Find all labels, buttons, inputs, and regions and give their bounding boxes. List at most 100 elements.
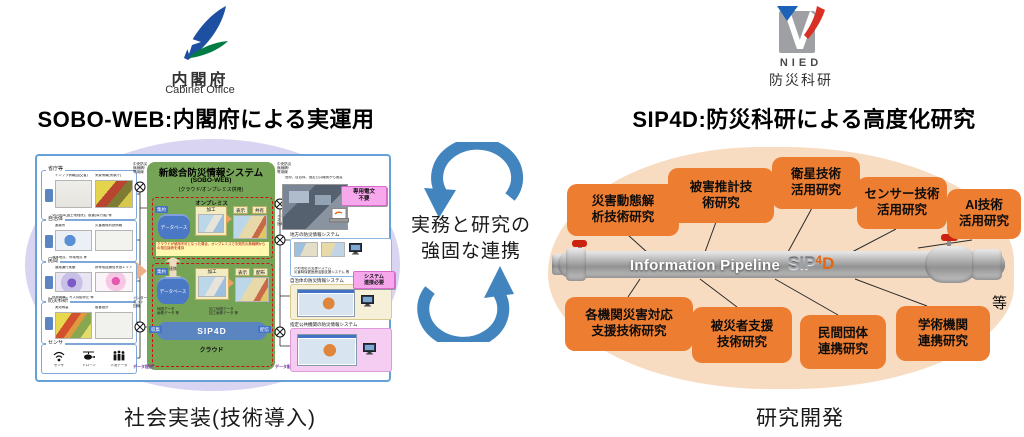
pipeline-valve-icon [941, 234, 958, 241]
map-thumbnail [55, 272, 92, 292]
source-box-label: 自治体 [46, 216, 66, 222]
bubble-text: AI技術 [965, 198, 1003, 213]
source-caption: 道路通行実績 [55, 266, 76, 269]
bubble-text: 連携研究 [817, 342, 868, 356]
monitor-icon [349, 243, 362, 255]
drone-icon [82, 349, 96, 363]
onpremise-zone [152, 197, 273, 259]
sip4d-logo: SIP4D [788, 253, 834, 274]
source-caption-bottom: 浸水地点、停電地点 等 [52, 256, 87, 260]
source-caption: 災害画像判読情報 [95, 224, 123, 227]
data-note-right: 加工地図データ 加工画像データ 等 [209, 307, 238, 316]
collect-tag: 収集 [149, 326, 162, 334]
public-agency-system-box [290, 328, 392, 372]
bubble-text: 衛星技術 [790, 167, 841, 182]
pipeline-right-cap [972, 249, 1002, 280]
flow-arrow-icon [226, 214, 232, 224]
diagram-subtitle-sobo: (SOBO-WEB) [190, 177, 232, 184]
process-box-cloud: 加工 [195, 268, 229, 300]
bubble-text: 連携研究 [917, 333, 968, 348]
database-cylinder-onpremise: データベース [158, 214, 190, 239]
center-link-line2: 強固な連携 [420, 241, 521, 262]
system-screenshot [297, 289, 355, 317]
system-connect-badge: システム 連接必要 [353, 271, 395, 289]
cabinet-office-logo [172, 4, 230, 66]
device-icon [45, 235, 53, 248]
network-switch-icon [134, 181, 146, 193]
process-label: 加工 [207, 269, 217, 274]
data-note-left: 地図データ 画像データ 等 [157, 307, 179, 316]
bubble-text: 技術研究 [716, 335, 767, 349]
pipeline-label: Information Pipeline [629, 257, 781, 274]
social-implementation-label: 社会実装(技術導入) [124, 407, 316, 430]
public-agency-system-title: 指定公共機関の防災情報システム [290, 322, 358, 327]
process-map-thumbnail [198, 214, 224, 233]
etc-label: 等 [992, 295, 1008, 312]
sip4d-logo-d: D [822, 254, 835, 273]
sensor-item-label: 人流データ [110, 364, 128, 367]
source-box-label: 省庁等 [46, 166, 66, 172]
bubble-text: 術研究 [702, 195, 740, 210]
network-switch-icon [274, 234, 286, 246]
bubble-text: 災害動態解 [591, 194, 655, 209]
device-icon [45, 189, 53, 202]
research-bubble-private-orgs: 民間団体 連携研究 [800, 315, 886, 369]
source-box-sensors: センサ センサ ドローン 人流データ [41, 340, 137, 374]
system-screenshot [297, 334, 357, 366]
nied-name-jp: 防災科研 [769, 72, 833, 88]
source-caption: 実効雨量 [55, 306, 69, 309]
device-icon [45, 317, 53, 330]
sensor-item-label: ドローン [82, 364, 96, 367]
municipal-system-title: 自治体の防災情報システム [290, 278, 344, 283]
monitor-icon [363, 343, 376, 355]
process-map-thumbnail [198, 276, 226, 297]
bubble-text: 民間団体 [817, 326, 868, 341]
source-caption: 被害推計 [95, 306, 109, 309]
research-bubble-satellite: 衛星技術 活用研究 [772, 157, 860, 209]
bubble-text: 支援技術研究 [591, 324, 667, 338]
cloud-zone [152, 263, 273, 367]
display-tag-cloud: 表示 [235, 268, 250, 277]
no-telegram-badge: 専用電文 不要 [341, 186, 387, 206]
nied-emblem-icon [777, 6, 825, 53]
crowd-icon [112, 349, 126, 363]
research-bubble-agency-response: 各機関災害対応 支援技術研究 [565, 297, 693, 351]
map-thumbnail [95, 272, 133, 292]
source-box-label: 民間 [46, 258, 61, 264]
nied-logo [776, 5, 826, 55]
bubble-text: 被災者支援 [710, 319, 774, 334]
line-label-internet-left: インター ネット 回線 [133, 296, 148, 309]
monitor-icon [361, 295, 374, 307]
regional-system-title: 地方の防災情報システム [290, 232, 340, 237]
display-tag-onpremise: 表示 [233, 206, 248, 215]
photo-screen [289, 191, 309, 203]
bubble-text: 被害推計技 [689, 179, 753, 194]
pipeline-valve-icon [572, 240, 587, 247]
source-box-private: 民間 道路通行実績 携帯電話通信状態エリア 停電情報、ガス供給停止 等 [41, 258, 137, 302]
valve-stem [947, 240, 951, 248]
map-thumbnail [55, 180, 92, 208]
onpremise-fallback-note: クラウドが使用不可となった場合、オンプレミスで中央防災無線網からの相互接続を維持 [156, 242, 269, 256]
network-switch-icon [134, 321, 146, 333]
source-box-label: センサ [46, 340, 66, 346]
process-label: 加工 [206, 207, 216, 212]
display-map-thumbnail-cloud [235, 277, 269, 302]
flow-arrow-icon [228, 278, 234, 288]
device-icon [45, 276, 53, 289]
database-cylinder-cloud: データベース [157, 277, 189, 304]
regional-system-box: ため池防災支援システム 災害時保健医療活動支援システム 等 [290, 238, 392, 277]
photo-screen [315, 195, 331, 205]
source-box-municipalities: 自治体 避難所 災害画像判読情報 浸水地点、停電地点 等 [41, 216, 137, 262]
cloud-label: クラウド [199, 348, 224, 354]
sobo-system-diagram: 新総合防災情報システム (SOBO-WEB) (クラウド/オンプレミス併用) オ… [35, 154, 395, 382]
bubble-text: 活用研究 [958, 214, 1009, 228]
cabinet-office-emblem-icon [177, 6, 228, 60]
network-switch-icon [274, 326, 286, 338]
diagram-subtitle-cloud: (クラウド/オンプレミス併用) [178, 187, 244, 193]
distribute-tag-cloud: 配布 [253, 268, 268, 277]
pipeline-right-segment [925, 246, 977, 283]
map-thumbnail [294, 242, 318, 257]
line-label-chuo-left: 中央防災 無線網/ 専用線 [133, 162, 148, 175]
research-bubble-academic: 学術機関 連携研究 [896, 306, 990, 361]
